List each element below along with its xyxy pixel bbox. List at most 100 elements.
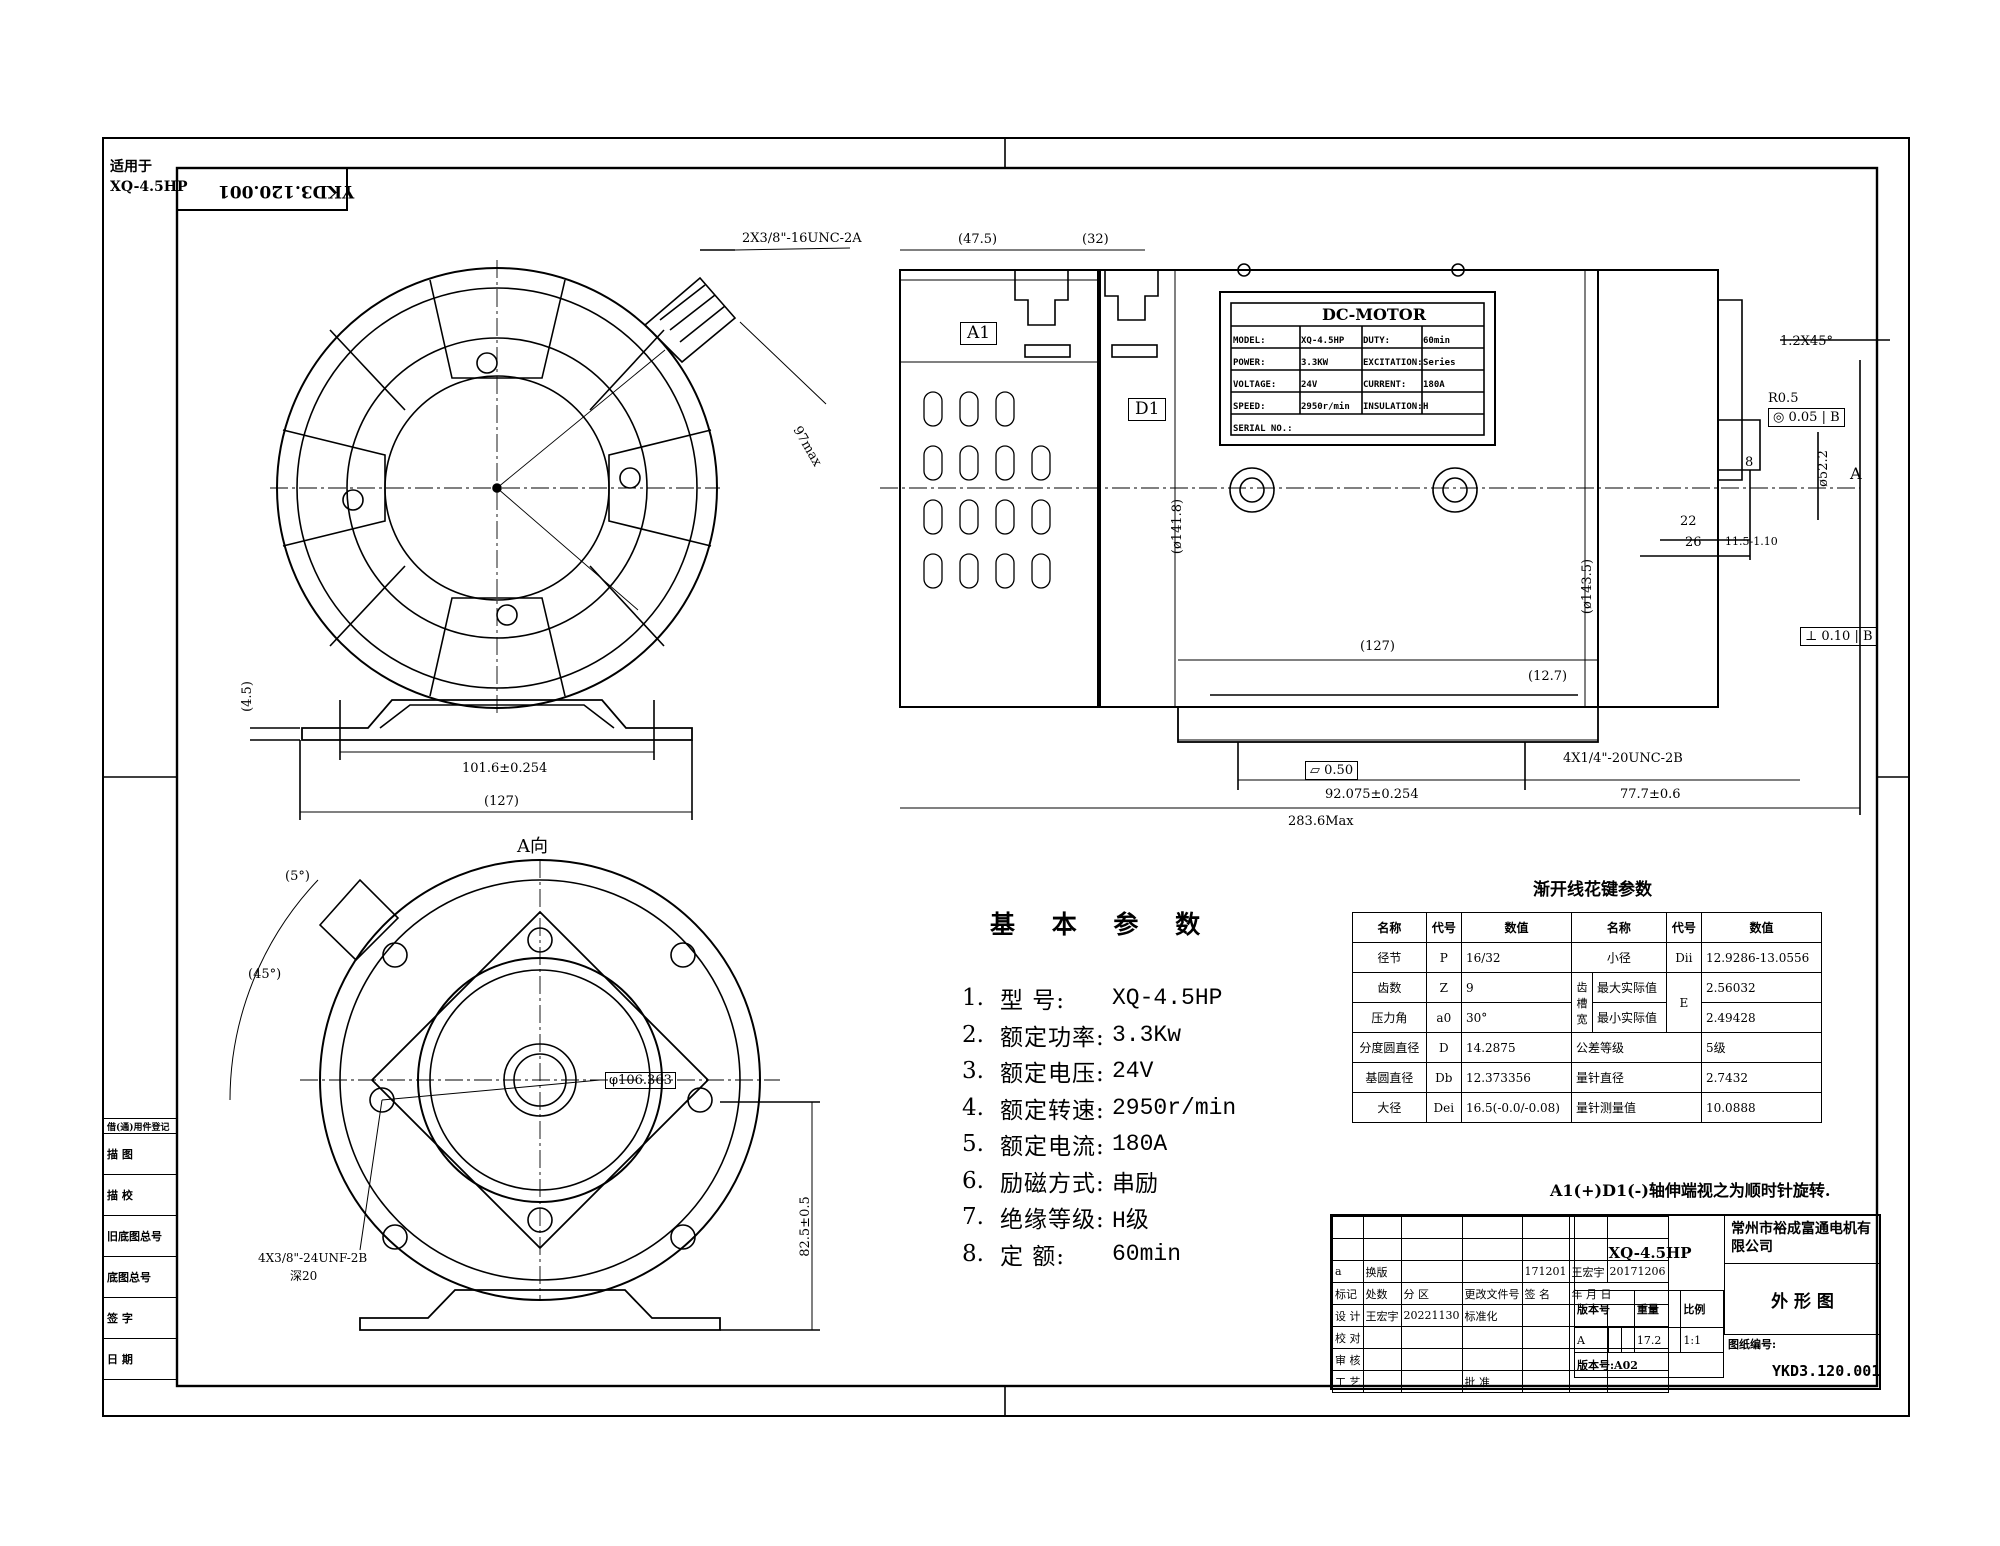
terminal-a1-label: A1 xyxy=(960,322,998,345)
dia-143-5: (ø143.5) xyxy=(1580,558,1596,615)
dim-127-side: (127) xyxy=(1360,639,1395,654)
param-row: 1.型 号:XQ-4.5HP xyxy=(962,985,1223,1015)
process-label: 工 艺 xyxy=(1332,1370,1364,1393)
dim-8: 8 xyxy=(1745,455,1754,470)
view-a-label: A向 xyxy=(517,836,548,857)
param-row: 4.额定转速:2950r/min xyxy=(962,1094,1237,1124)
side-register-panel: 借(通)用件登记 描 图 描 校 旧底图总号 底图总号 签 字 日 期 xyxy=(103,1118,177,1380)
drawing-no-label: 图纸编号: xyxy=(1728,1338,1777,1351)
side-view xyxy=(880,249,1890,815)
angle-5: (5°) xyxy=(285,869,310,884)
title-model: XQ-4.5HP xyxy=(1574,1216,1725,1291)
side-cell: 旧底图总号 xyxy=(103,1215,177,1257)
angle-45: (45°) xyxy=(248,967,282,982)
version-value: A xyxy=(1574,1327,1609,1353)
perpendicularity-datum: B xyxy=(1862,629,1873,644)
nameplate-title: DC-MOTOR xyxy=(1322,305,1427,324)
dia-141-8: (ø141.8) xyxy=(1170,498,1186,555)
coaxiality-datum: B xyxy=(1830,410,1840,425)
dim-77-7: 77.7±0.6 xyxy=(1620,787,1681,802)
a-view xyxy=(229,859,820,1331)
drawing-number: YKD3.120.001 xyxy=(1772,1362,1881,1380)
pcd-callout: φ106.363 xyxy=(605,1072,676,1089)
front-view xyxy=(250,247,851,820)
scale-value: 1:1 xyxy=(1680,1327,1724,1353)
param-row: 2.额定功率:3.3Kw xyxy=(962,1021,1182,1051)
drawing-name: 外 形 图 xyxy=(1724,1264,1880,1335)
perpendicularity-value: 0.10 xyxy=(1821,629,1851,644)
weight-value: 17.2 xyxy=(1633,1327,1682,1353)
rotation-note: A1(+)D1(-)轴伸端视之为顺时针旋转. xyxy=(1550,1181,1831,1200)
side-cell: 日 期 xyxy=(103,1338,177,1380)
dim-32: (32) xyxy=(1082,232,1109,247)
dim-101-6: 101.6±0.254 xyxy=(462,761,548,776)
perpendicularity-frame: ⊥ 0.10 | B xyxy=(1800,627,1878,646)
applies-to-model: XQ-4.5HP xyxy=(110,179,188,195)
side-cell: 签 字 xyxy=(103,1297,177,1339)
applies-to-label: 适用于 xyxy=(110,159,152,175)
dim-127-front: (127) xyxy=(484,794,519,809)
approve-label: 批 准 xyxy=(1461,1370,1523,1393)
side-cell: 底图总号 xyxy=(103,1256,177,1298)
param-row: 8.定 额:60min xyxy=(962,1240,1182,1270)
weight-label: 重量 xyxy=(1633,1290,1682,1328)
stamp-box xyxy=(176,167,348,211)
spline-header: 名称代号数值名称代号数值 xyxy=(1352,912,1823,943)
dim-47-5: (47.5) xyxy=(958,232,998,247)
coaxiality-frame: ◎ 0.05 | B xyxy=(1768,408,1845,427)
flatness-value: 0.50 xyxy=(1324,763,1354,778)
terminal-d1-label: D1 xyxy=(1128,398,1167,421)
depth-callout: 深20 xyxy=(290,1269,318,1283)
side-cell: 描 图 xyxy=(103,1133,177,1175)
spline-title: 渐开线花键参数 xyxy=(1533,880,1652,900)
nameplate-row-serial: SERIAL NO.: xyxy=(1233,424,1293,434)
dim-22: 22 xyxy=(1680,514,1697,529)
param-row: 6.励磁方式:串励 xyxy=(962,1167,1158,1198)
dim-4-5: (4.5) xyxy=(239,681,255,712)
side-cell: 描 校 xyxy=(103,1174,177,1216)
radius-0-5: R0.5 xyxy=(1768,391,1799,406)
param-row: 7.绝缘等级:H级 xyxy=(962,1204,1149,1235)
params-title: 基 本 参 数 xyxy=(990,910,1215,939)
dim-12-7: (12.7) xyxy=(1528,669,1568,684)
thread-callout-bottom: 4X1/4"-20UNC-2B xyxy=(1563,751,1683,766)
version-number: 版本号:A02 xyxy=(1574,1352,1724,1378)
param-row: 5.额定电流:180A xyxy=(962,1131,1168,1161)
company-name: 常州市裕成富通电机有限公司 xyxy=(1724,1216,1879,1264)
stamp-code: YKD3.120.001 xyxy=(218,181,355,201)
flatness-tolerance: ⏥ 0.50 xyxy=(1305,761,1359,780)
dim-82-5: 82.5±0.5 xyxy=(797,1196,813,1257)
chamfer-callout: 1.2X45° xyxy=(1780,334,1833,349)
shaft-diameter: ø52.2 xyxy=(1815,450,1831,487)
dim-26: 26 xyxy=(1685,535,1702,550)
coaxiality-value: 0.05 xyxy=(1788,410,1818,425)
thread-callout-top: 2X3/8"-16UNC-2A xyxy=(742,231,862,246)
params-list: 1.型 号:XQ-4.5HP 2.额定功率:3.3Kw 3.额定电压:24V 4… xyxy=(962,980,1236,1272)
param-row: 3.额定电压:24V xyxy=(962,1058,1154,1088)
thread-callout-flange: 4X3/8"-24UNF-2B xyxy=(258,1251,368,1265)
dim-283-6: 283.6Max xyxy=(1288,814,1354,829)
view-a-marker: A xyxy=(1850,464,1862,483)
review-label: 审 核 xyxy=(1332,1348,1364,1371)
dim-92-075: 92.075±0.254 xyxy=(1325,787,1419,802)
dim-11-5: 11.5-1.10 xyxy=(1725,535,1778,548)
version-label: 版本号 xyxy=(1574,1290,1635,1328)
side-cell: 借(通)用件登记 xyxy=(103,1118,177,1134)
check-label: 校 对 xyxy=(1332,1326,1364,1349)
scale-label: 比例 xyxy=(1680,1290,1724,1328)
